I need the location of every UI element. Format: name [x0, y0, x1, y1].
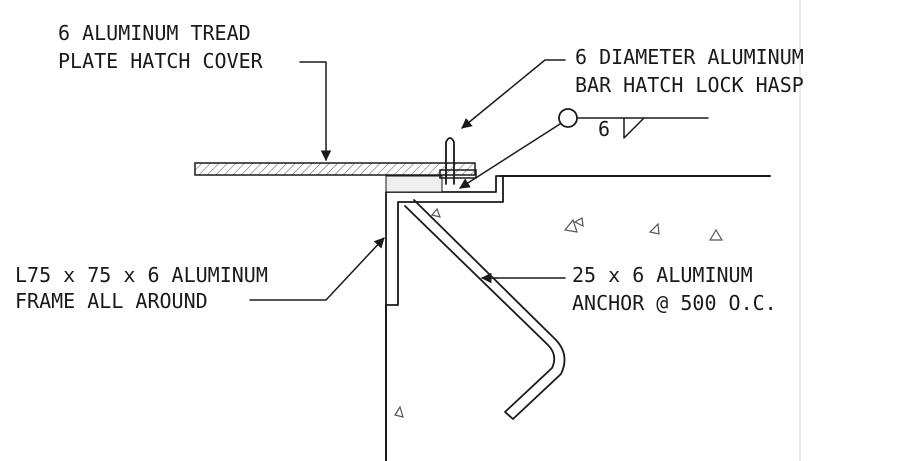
- tread-plate-leader: [299, 61, 332, 162]
- weld-size-label: 6: [598, 117, 610, 141]
- aluminum-anchor-bar: [404, 199, 566, 420]
- hasp-label-line1: 6 DIAMETER ALUMINUM: [575, 45, 804, 69]
- anchor-label-line2: ANCHOR @ 500 O.C.: [572, 291, 777, 315]
- hasp-leader: [461, 59, 566, 129]
- frame-leader: [249, 237, 385, 301]
- tread-plate-label-line1: 6 ALUMINUM TREAD: [58, 21, 251, 45]
- concrete-aggregate: [394, 207, 724, 418]
- tread-plate-cover: [194, 162, 476, 176]
- hasp-label-line2: BAR HATCH LOCK HASP: [575, 73, 804, 97]
- anchor-label-line1: 25 x 6 ALUMINUM: [572, 263, 753, 287]
- tread-plate-label-line2: PLATE HATCH COVER: [58, 49, 264, 73]
- frame-label-line2: FRAME ALL AROUND: [15, 289, 208, 313]
- frame-label-line1: L75 x 75 x 6 ALUMINUM: [15, 263, 268, 287]
- weld-symbol: 6: [459, 108, 709, 189]
- aluminum-frame-angle: [385, 175, 504, 306]
- lock-hasp-bar: [439, 137, 477, 185]
